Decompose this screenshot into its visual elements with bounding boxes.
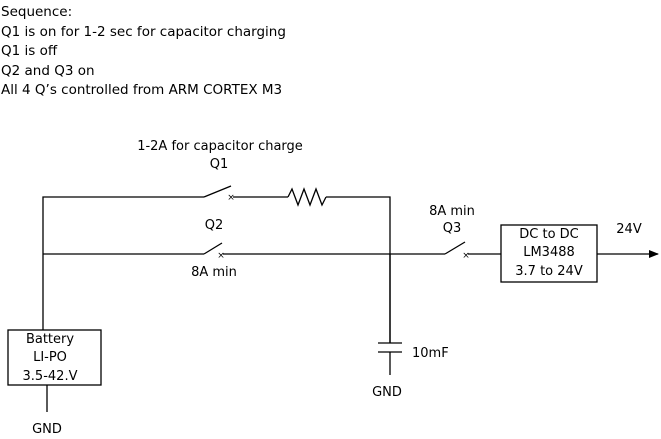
- battery-voltage: 3.5-42.V: [23, 369, 78, 384]
- gnd-cap-label: GND: [372, 385, 402, 400]
- note-line: Q2 and Q3 on: [1, 62, 95, 79]
- dcdc-range: 3.7 to 24V: [515, 264, 583, 279]
- note-line: Q1 is on for 1-2 sec for capacitor charg…: [1, 23, 286, 40]
- dcdc-title: DC to DC: [519, 227, 579, 242]
- note-line: All 4 Q’s controlled from ARM CORTEX M3: [1, 82, 283, 98]
- q3-switch-contact: ×: [462, 251, 470, 261]
- capacitor-label: 10mF: [412, 346, 449, 361]
- q2-rating-label: 8A min: [191, 265, 237, 280]
- battery-type: LI-PO: [33, 350, 67, 365]
- dcdc-box: [500, 224, 598, 283]
- battery-title: Battery: [26, 332, 74, 347]
- q3-switch: [444, 241, 466, 255]
- resistor: [287, 187, 327, 207]
- q1-label: Q1: [210, 157, 229, 172]
- note-line: Sequence:: [1, 4, 73, 20]
- sequence-notes: Sequence: Q1 is on for 1-2 sec for capac…: [1, 3, 286, 101]
- output-voltage-label: 24V: [616, 222, 642, 237]
- q2-switch-contact: ×: [217, 251, 225, 261]
- q2-switch: [203, 242, 223, 255]
- q3-label: Q3: [443, 221, 462, 236]
- q1-current-label: 1-2A for capacitor charge: [137, 139, 303, 154]
- top-wire-left: [42, 196, 204, 330]
- q1-switch: [203, 185, 232, 198]
- q1-switch-contact: ×: [227, 193, 235, 203]
- dcdc-part: LM3488: [523, 245, 575, 260]
- top-wire-right: [326, 196, 391, 343]
- gnd-battery-label: GND: [32, 422, 62, 437]
- q3-rating-label: 8A min: [429, 204, 475, 219]
- q2-label: Q2: [205, 218, 224, 233]
- battery-box: [7, 329, 102, 386]
- note-line: Q1 is off: [1, 43, 58, 59]
